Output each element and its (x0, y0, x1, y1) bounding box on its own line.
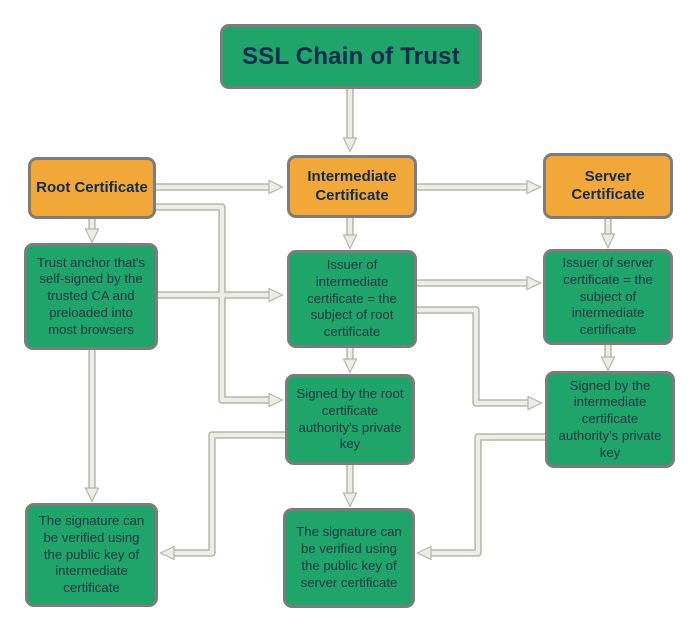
node-server-certificate: Server Certificate (543, 153, 673, 219)
connector-root-to-signed-by-root (152, 204, 271, 400)
node-signed-by-intermediate: Signed by the intermediate certificate a… (545, 371, 675, 468)
connector-root-to-signed-by-root-outline (152, 203, 271, 404)
node-signed-by-root: Signed by the root certificate authority… (285, 374, 415, 465)
node-trust-anchor: Trust anchor that's self-signed by the t… (24, 243, 158, 350)
node-issuer-of-server: Issuer of server certificate = the subje… (543, 249, 673, 345)
node-root-certificate: Root Certificate (28, 157, 156, 219)
connector-issuer-of-intermediate-to-signed-by-intermediate-outline (413, 306, 530, 407)
connector-signed-by-root-to-verify-intermediate (172, 432, 289, 553)
node-title: SSL Chain of Trust (220, 24, 482, 89)
node-intermediate-certificate: Intermediate Certificate (287, 155, 417, 218)
connector-signed-by-root-to-verify-intermediate-outline (172, 431, 289, 557)
node-issuer-of-intermediate: Issuer of intermediate certificate = the… (287, 250, 417, 348)
node-verify-intermediate: The signature can be verified using the … (25, 503, 158, 607)
node-verify-server: The signature can be verified using the … (283, 508, 415, 608)
connector-issuer-of-intermediate-to-signed-by-intermediate (413, 307, 530, 403)
connector-signed-by-intermediate-to-verify-server-outline (429, 433, 549, 557)
connector-signed-by-intermediate-to-verify-server (429, 434, 549, 553)
